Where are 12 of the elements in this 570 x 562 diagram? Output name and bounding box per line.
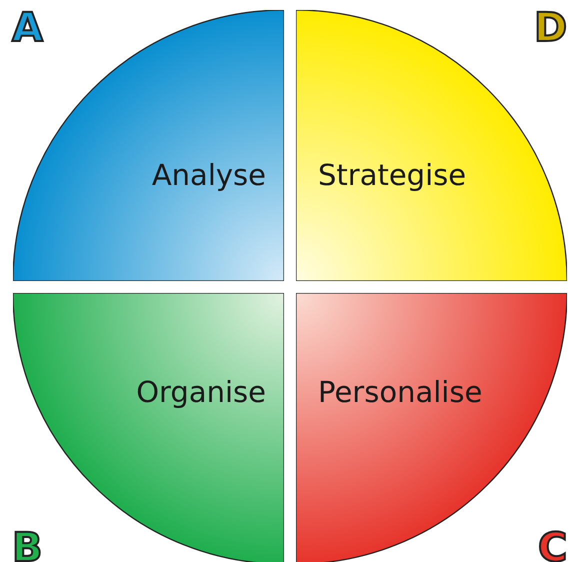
corner-letter: A xyxy=(12,8,43,48)
quadrant-segment xyxy=(13,10,284,281)
quadrant-segment xyxy=(13,293,284,562)
corner-letter: B xyxy=(12,528,42,562)
quadrant-label: Organise xyxy=(136,375,266,409)
corner-letter: C xyxy=(538,528,568,562)
quadrant-label: Analyse xyxy=(152,158,266,192)
quadrant-segment xyxy=(296,293,567,562)
quadrant-segment xyxy=(296,10,567,281)
quadrant-label: Personalise xyxy=(318,375,482,409)
quadrant-label: Strategise xyxy=(318,158,466,192)
corner-letter: D xyxy=(534,8,568,48)
